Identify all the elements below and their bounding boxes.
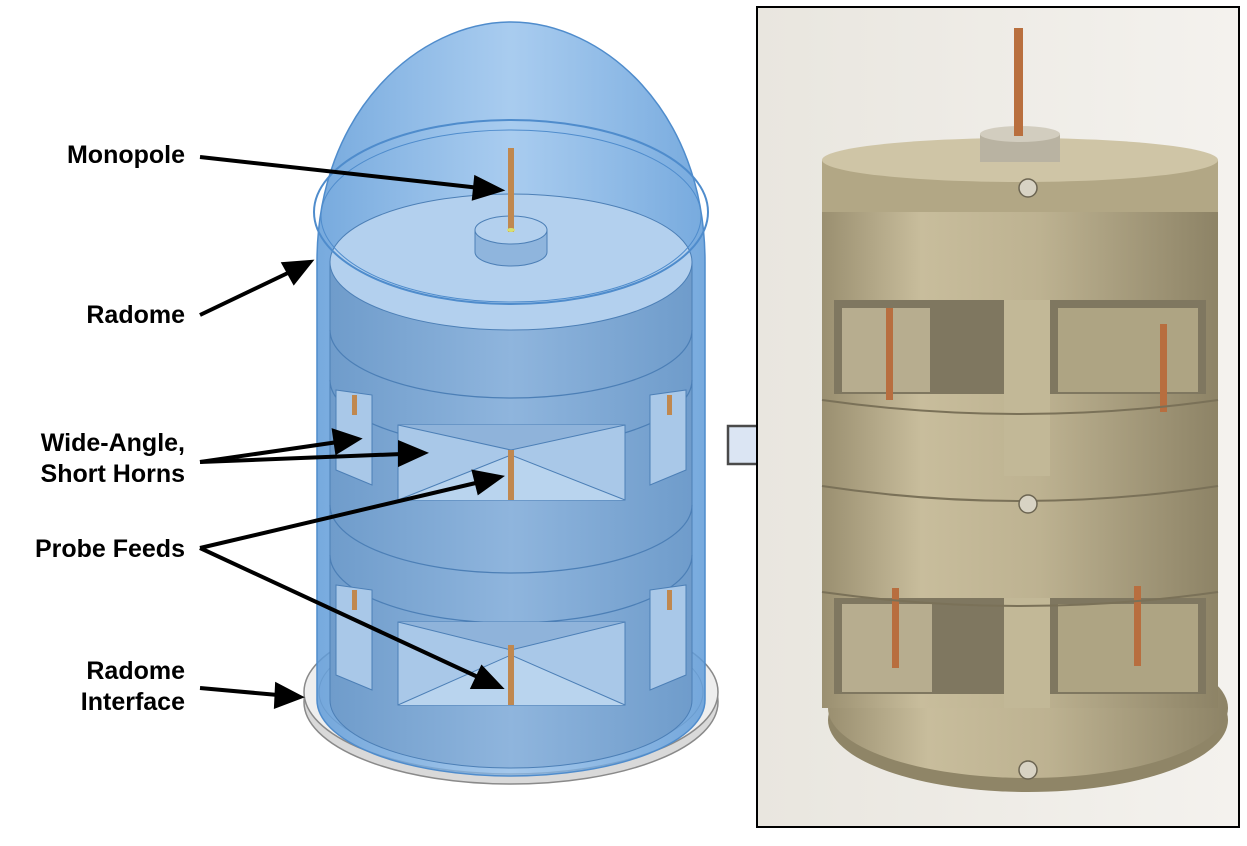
label-probe-feeds: Probe Feeds bbox=[34, 535, 185, 563]
lower-horn-window bbox=[834, 586, 1206, 708]
label-horns-line2: Short Horns bbox=[40, 460, 185, 488]
annotation-arrows bbox=[199, 155, 506, 709]
probe-feed-pins bbox=[352, 395, 672, 705]
label-horns-line1: Wide-Angle, bbox=[40, 429, 185, 457]
top-disc bbox=[313, 119, 709, 331]
prototype-photo-illustration bbox=[758, 8, 1238, 826]
label-radome: Radome bbox=[86, 301, 185, 329]
label-radome-interface: Radome Interface bbox=[10, 656, 185, 718]
prototype-photo bbox=[756, 6, 1240, 828]
label-interface-line2: Interface bbox=[80, 688, 185, 716]
label-horns: Wide-Angle, Short Horns bbox=[10, 428, 185, 490]
monopole-pin bbox=[508, 148, 514, 232]
label-interface-line1: Radome bbox=[86, 657, 185, 685]
upper-horn-window bbox=[834, 300, 1206, 476]
label-monopole: Monopole bbox=[66, 141, 185, 169]
cad-model-illustration bbox=[199, 21, 719, 785]
antenna-body bbox=[329, 261, 693, 769]
